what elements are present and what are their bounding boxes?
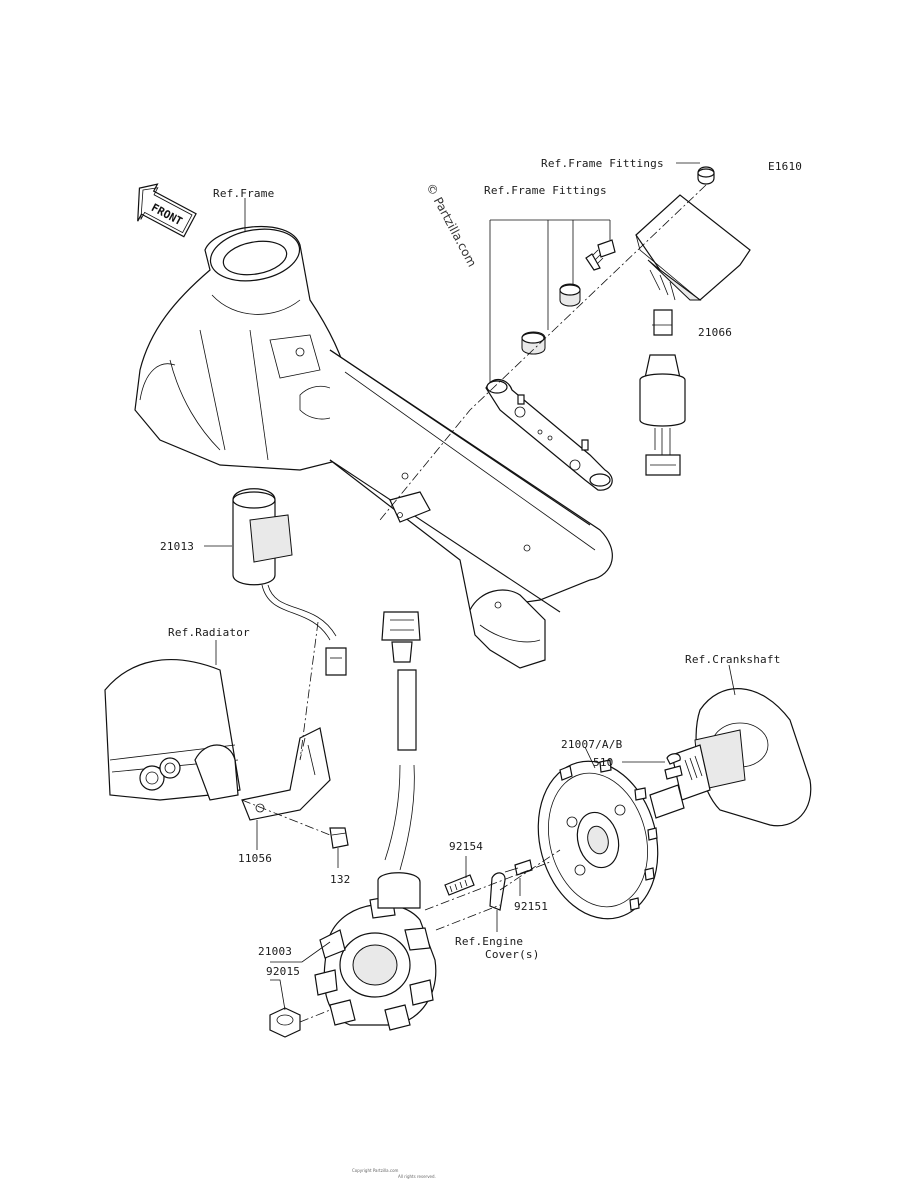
- radiator: [104, 659, 241, 801]
- label-part-11056: 11056: [238, 852, 272, 865]
- woodruff-key: [666, 753, 681, 765]
- crankshaft: [649, 688, 812, 827]
- frame-fittings-bracket: [485, 379, 613, 491]
- label-ref-crankshaft: Ref.Crankshaft: [685, 653, 781, 666]
- bolt-92151: [504, 859, 533, 876]
- label-ref-engine-cover-line1: Ref.Engine: [455, 935, 523, 948]
- label-ref-frame: Ref.Frame: [213, 187, 274, 200]
- label-part-21013: 21013: [160, 540, 194, 553]
- nut-92015: [269, 1007, 301, 1038]
- label-part-92151: 92151: [514, 900, 548, 913]
- ignition-coil: [232, 488, 347, 676]
- bolt-132: [329, 827, 349, 849]
- regulator-rectifier: [635, 166, 751, 476]
- label-part-92154: 92154: [449, 840, 483, 853]
- label-part-132: 132: [330, 873, 350, 886]
- engine-cover-clamp: [489, 872, 506, 911]
- label-part-510: 510: [593, 756, 613, 769]
- label-part-92015: 92015: [266, 965, 300, 978]
- wire-harness-connector: [381, 611, 421, 871]
- mounting-bracket: [241, 727, 331, 821]
- front-arrow-icon: FRONT: [137, 183, 197, 238]
- label-part-21003: 21003: [258, 945, 292, 958]
- bolt-92154: [444, 874, 475, 896]
- footer-line-1: Copyright Partzilla.com: [352, 1168, 399, 1173]
- label-ref-radiator: Ref.Radiator: [168, 626, 250, 639]
- label-part-21066: 21066: [698, 326, 732, 339]
- generator-rotor: [537, 759, 659, 920]
- label-ref-engine-cover-line2: Cover(s): [485, 948, 540, 961]
- label-ref-frame-fittings: Ref.Frame Fittings: [484, 184, 607, 197]
- label-ref-frame-fittings-top: Ref.Frame Fittings: [541, 157, 664, 170]
- frame-main-beam: [329, 349, 613, 669]
- label-part-21007: 21007/A/B: [561, 738, 623, 751]
- frame-steering-head: [134, 225, 361, 471]
- diagram-id: E1610: [768, 160, 802, 173]
- stator-coil: [314, 872, 437, 1031]
- watermark: © Partzilla.com: [423, 181, 479, 269]
- leader-lines: [204, 162, 736, 1023]
- footer-line-2: All rights reserved.: [398, 1174, 436, 1179]
- frame-fitting-grommets: [521, 239, 616, 355]
